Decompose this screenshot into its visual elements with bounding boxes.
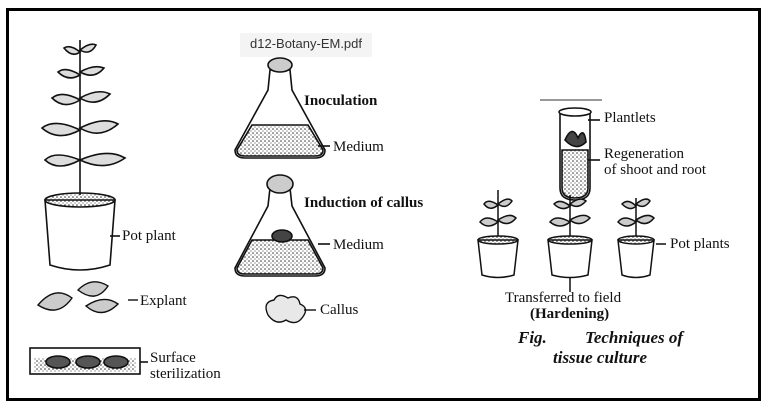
label-sterilization: sterilization xyxy=(150,366,221,382)
small-pot-3 xyxy=(618,198,666,278)
callus-induction-flask-drawing xyxy=(235,175,330,276)
pdf-filename-tab[interactable]: d12-Botany-EM.pdf xyxy=(240,33,372,57)
callus-drawing xyxy=(266,295,316,322)
caption-line-2: tissue culture xyxy=(553,350,647,366)
caption-line-1: Techniques of xyxy=(585,330,683,346)
pot-plant-drawing xyxy=(42,40,125,270)
label-induction-of-callus: Induction of callus xyxy=(304,195,423,211)
small-pot-plants-drawing xyxy=(478,190,666,292)
label-plantlets: Plantlets xyxy=(604,110,656,126)
label-medium-2: Medium xyxy=(333,237,384,253)
label-explant: Explant xyxy=(140,293,187,309)
explant-drawing xyxy=(38,282,138,313)
label-medium-1: Medium xyxy=(333,139,384,155)
small-pot-2 xyxy=(548,195,592,292)
label-regeneration: Regeneration xyxy=(604,146,684,162)
label-pot-plants: Pot plants xyxy=(670,236,730,252)
label-pot-plant: Pot plant xyxy=(122,228,176,244)
label-shoot-and-root: of shoot and root xyxy=(604,162,706,178)
label-inoculation: Inoculation xyxy=(304,93,377,109)
small-pot-1 xyxy=(478,190,518,278)
caption-fig: Fig. xyxy=(518,330,547,346)
label-hardening: (Hardening) xyxy=(530,306,609,322)
label-callus: Callus xyxy=(320,302,358,318)
test-tube-drawing xyxy=(559,108,600,200)
label-transferred-to-field: Transferred to field xyxy=(505,290,621,306)
label-surface: Surface xyxy=(150,350,196,366)
sterilization-dish-drawing xyxy=(30,348,148,374)
